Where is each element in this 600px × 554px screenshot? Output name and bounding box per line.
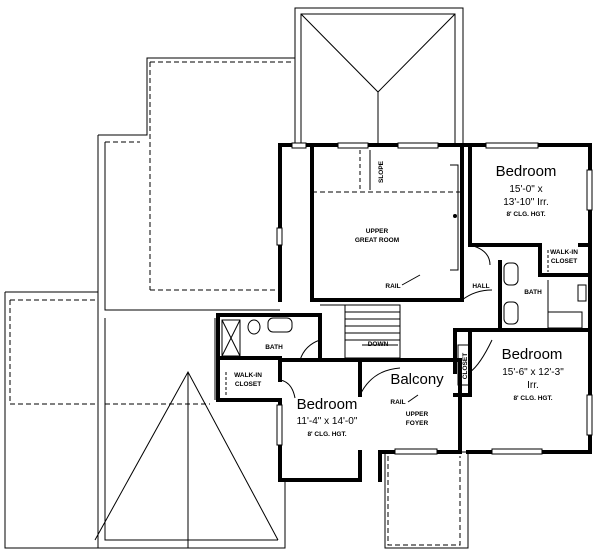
slope-label: SLOPE	[378, 160, 385, 183]
walkin-west-line2: CLOSET	[235, 381, 261, 388]
bedroom-se-name: Bedroom	[502, 346, 563, 363]
bedroom-sw-name: Bedroom	[297, 396, 358, 413]
bedroom-se-dim2: Irr.	[527, 380, 539, 391]
walkin-east-line2: CLOSET	[551, 258, 577, 265]
great-room-line1: UPPER	[366, 228, 389, 235]
bedroom-se-ceiling: 8' CLG. HGT.	[513, 395, 552, 402]
bedroom-ne-dim1: 15'-0" x	[509, 184, 542, 195]
foyer-line2: FOYER	[406, 420, 429, 427]
room-labels: Bedroom 15'-0" x 13'-10" Irr. 8' CLG. HG…	[234, 160, 578, 438]
bedroom-ne-name: Bedroom	[496, 163, 557, 180]
bedroom-sw-ceiling: 8' CLG. HGT.	[307, 431, 346, 438]
hall-label: HALL	[472, 283, 489, 290]
walkin-west-line1: WALK-IN	[234, 372, 262, 379]
down-label: DOWN	[368, 341, 389, 348]
bedroom-se-dim1: 15'-6" x 12'-3"	[502, 367, 564, 378]
windows	[276, 142, 593, 455]
balcony-label: Balcony	[390, 371, 444, 388]
interior-details	[221, 150, 587, 403]
bath-west-label: BATH	[265, 344, 283, 351]
bedroom-sw-dims: 11'-4" x 14'-0"	[297, 416, 358, 427]
great-room-line2: GREAT ROOM	[355, 237, 399, 244]
walls	[216, 143, 592, 482]
rail-label-balcony: RAIL	[390, 399, 405, 406]
foyer-line1: UPPER	[406, 411, 429, 418]
roof-outlines	[4, 7, 469, 549]
bath-east-label: BATH	[524, 289, 542, 296]
closet-label: CLOSET	[462, 353, 469, 379]
rail-label-great: RAIL	[385, 283, 400, 290]
bedroom-ne-ceiling: 8' CLG. HGT.	[506, 211, 545, 218]
bedroom-ne-dim2: 13'-10" Irr.	[503, 197, 548, 208]
walkin-east-line1: WALK-IN	[550, 249, 578, 256]
